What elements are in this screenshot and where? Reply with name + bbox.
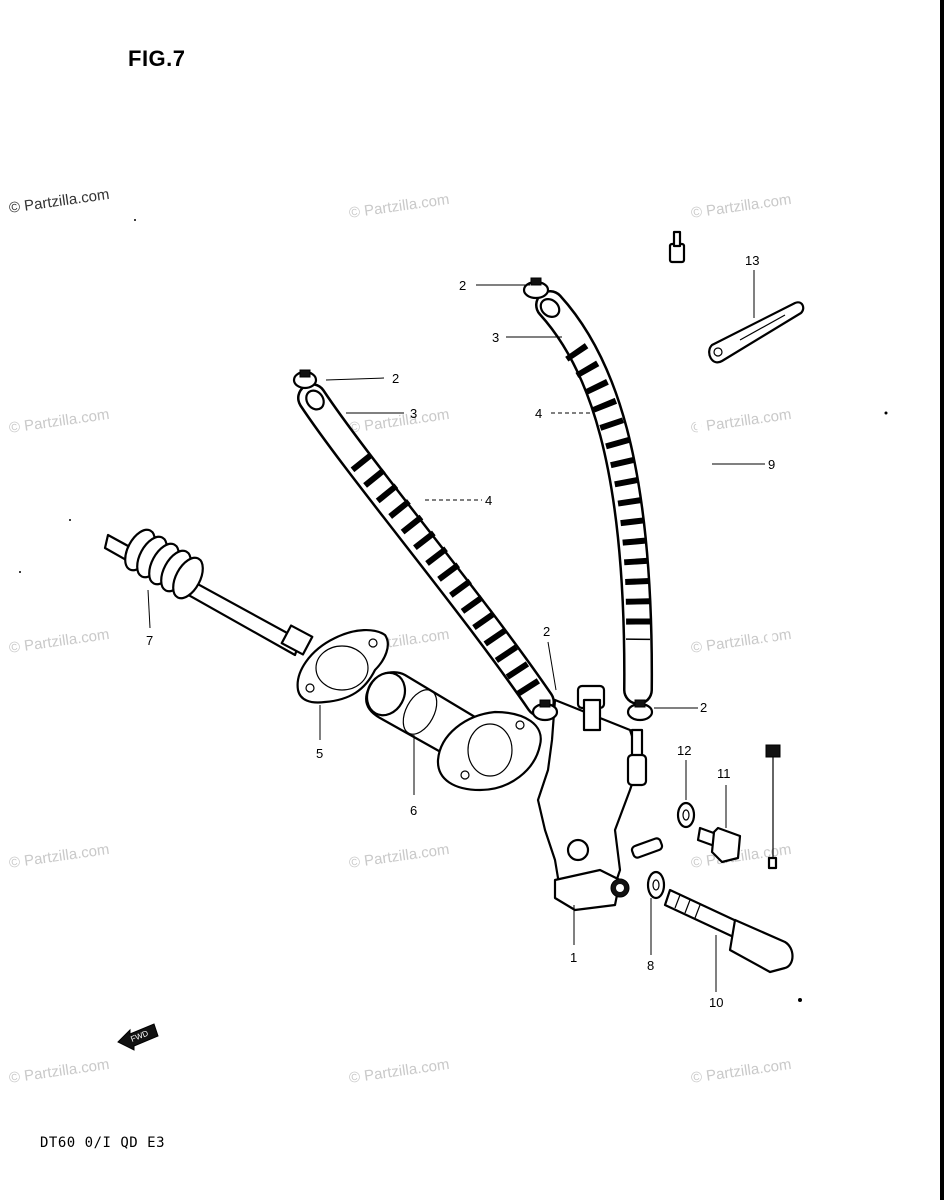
model-code: DT60 0/I QD E3	[40, 1135, 166, 1151]
part-12-washer	[676, 801, 696, 829]
figure-title: FIG.7	[128, 46, 186, 71]
callout-3: 3	[410, 406, 417, 421]
callout-7: 7	[146, 633, 153, 648]
leader-lines	[147, 270, 765, 992]
part-11-bolt	[696, 826, 742, 864]
part-10-long-bolt	[663, 888, 794, 974]
callout-2: 2	[543, 624, 550, 639]
callout-8: 8	[647, 958, 654, 973]
callout-4: 4	[535, 406, 542, 421]
callout-6: 6	[410, 803, 417, 818]
part-4-left-hose	[297, 383, 555, 717]
part-7-shaft	[103, 528, 314, 657]
callout-2: 2	[459, 278, 466, 293]
callout-12: 12	[677, 743, 691, 758]
callout-13: 13	[745, 253, 759, 268]
callout-2: 2	[392, 371, 399, 386]
part-6-intake-pipe	[365, 671, 542, 792]
part-9-cable	[668, 230, 781, 870]
part-5-gasket	[296, 629, 389, 704]
fwd-arrow-icon: FWD	[117, 1023, 159, 1051]
callout-11: 11	[717, 766, 731, 781]
part-13-clamp-plate	[708, 301, 805, 364]
scan-marks	[19, 219, 888, 1002]
callout-10: 10	[709, 995, 723, 1010]
callout-3: 3	[492, 330, 499, 345]
callout-9: 9	[768, 457, 775, 472]
callout-5: 5	[316, 746, 323, 761]
scan-edge	[940, 0, 944, 1200]
part-8-washer	[646, 870, 666, 900]
part-4-right-hose	[535, 290, 654, 705]
callout-4: 4	[485, 493, 492, 508]
callout-2: 2	[700, 700, 707, 715]
callout-1: 1	[570, 950, 577, 965]
part-2-clips	[292, 277, 654, 722]
part-1-fuel-pump	[536, 684, 664, 912]
